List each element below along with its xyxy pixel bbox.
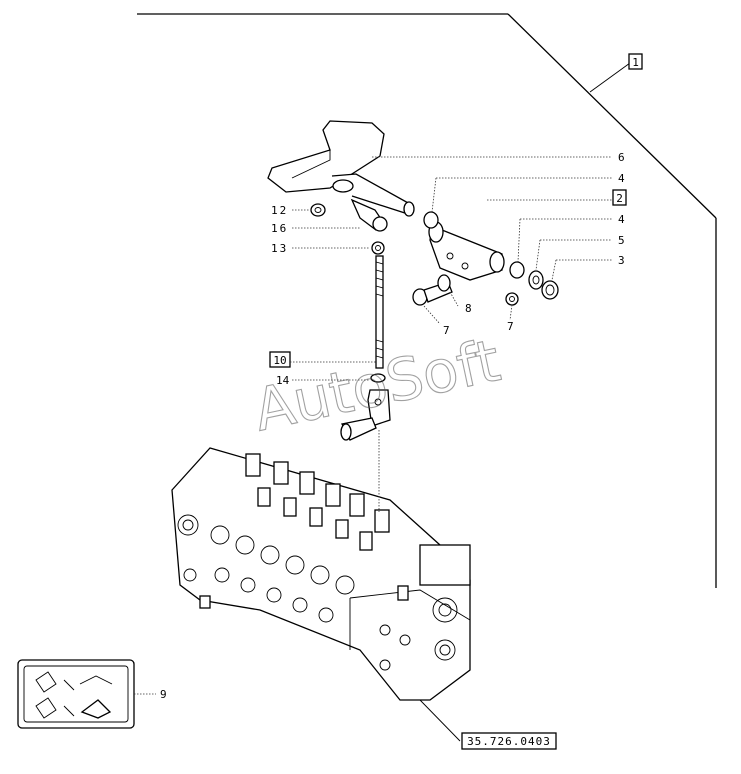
- callout-8: 8: [465, 302, 472, 315]
- callout-12: 12: [271, 204, 288, 217]
- callout-7-left: 7: [443, 324, 450, 337]
- bushings-and-washers: [423, 211, 559, 300]
- ball-joint: [350, 198, 388, 255]
- nut-12: [310, 203, 326, 217]
- callout-4-upper: 4: [618, 172, 625, 185]
- callout-13: 13: [271, 242, 288, 255]
- boxed-ref-2[interactable]: 2: [487, 189, 627, 206]
- clevis-assembly: [340, 373, 391, 441]
- svg-text:1: 1: [632, 56, 639, 69]
- callout-9: 9: [160, 688, 167, 701]
- svg-text:10: 10: [273, 354, 286, 367]
- reference-code-box[interactable]: 35.726.0403: [461, 732, 557, 750]
- callout-labels: 6 4 4 5 3 12 16 13 14 8 7 7 9: [160, 151, 625, 701]
- svg-text:35.726.0403: 35.726.0403: [467, 735, 551, 748]
- callout-7-right: 7: [507, 320, 514, 333]
- bracket: [428, 221, 505, 281]
- boxed-ref-1[interactable]: 1: [589, 53, 643, 93]
- threaded-rod: [375, 255, 384, 369]
- callout-6: 6: [618, 151, 625, 164]
- callout-14: 14: [276, 374, 290, 387]
- leader-lines: [292, 156, 612, 742]
- boxed-ref-10[interactable]: 10: [269, 351, 378, 368]
- callout-16: 16: [271, 222, 288, 235]
- svg-text:2: 2: [616, 192, 623, 205]
- callout-3: 3: [618, 254, 625, 267]
- decal-panel: [17, 659, 156, 729]
- callout-4-lower: 4: [618, 213, 625, 226]
- frame-lines: [137, 13, 717, 588]
- pedal-plate: [267, 120, 415, 217]
- bolt-and-nut: [412, 274, 519, 306]
- callout-5: 5: [618, 234, 625, 247]
- control-valve-block: [171, 447, 471, 701]
